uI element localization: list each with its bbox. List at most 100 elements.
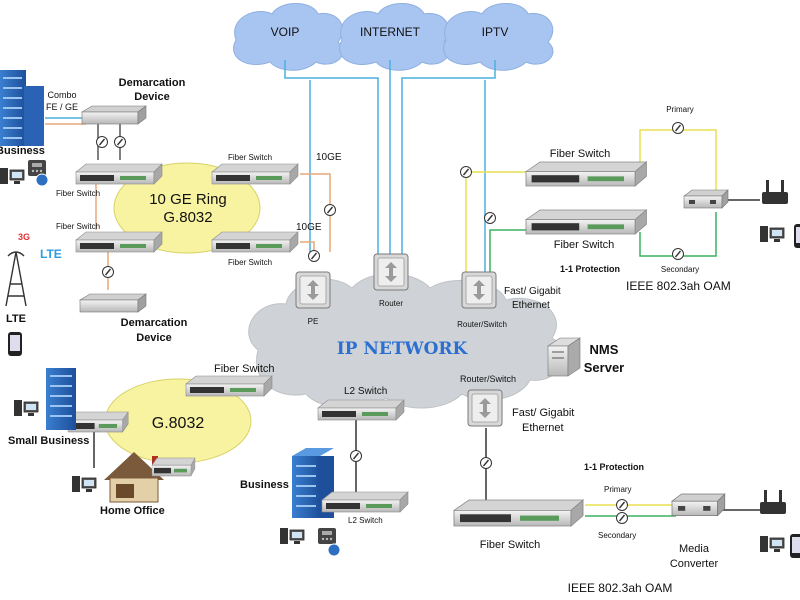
core-router [373, 253, 409, 291]
fiber-switch [75, 163, 163, 185]
connector-icon [307, 249, 321, 263]
cell-tower-icon [5, 251, 27, 307]
ring-10ge-label: G.8032 [163, 209, 212, 226]
office-building-icon [0, 70, 44, 146]
fiber-switch-label: Fiber Switch [228, 258, 272, 267]
voip-cloud: VOIP [233, 3, 344, 71]
internet-label: INTERNET [360, 25, 421, 39]
lte-logo: LTE [40, 247, 62, 261]
fast-gigabit-label: Ethernet [512, 300, 550, 311]
ip-network-label: IP NETWORK [337, 339, 469, 359]
3g-label: 3G [18, 232, 30, 242]
fiber-switch [453, 499, 584, 527]
combo-label: FE / GE [46, 102, 78, 112]
computer-icon [0, 167, 25, 185]
business-label: Business [240, 479, 289, 491]
bottom-lines [93, 199, 760, 517]
fiber-switch-label: Fiber Switch [56, 222, 100, 231]
combo-label: Combo [47, 90, 76, 100]
computer-icon [759, 535, 785, 553]
nms-server-icon [547, 337, 581, 377]
connector-icon [483, 211, 497, 225]
small-business-label: Small Business [8, 435, 89, 447]
protection-label: 1-1 Protection [584, 462, 644, 472]
fiber-switch-label: Fiber Switch [214, 363, 275, 375]
media-converter-label: Converter [670, 558, 719, 570]
uplink-lines [284, 60, 496, 272]
lte-label: LTE [6, 313, 26, 325]
secondary-label: Secondary [661, 265, 699, 274]
iptv-cloud: IPTV [443, 3, 554, 71]
iptv-label: IPTV [482, 25, 509, 39]
home-office-label: Home Office [100, 505, 165, 517]
fiber-switch [67, 411, 129, 433]
connector-icon [459, 165, 473, 179]
phone-icon [318, 528, 336, 544]
oam-label: IEEE 802.3ah OAM [626, 279, 731, 293]
demarcation-device-top [80, 105, 147, 125]
connector-icon [95, 135, 109, 149]
primary-label: Primary [604, 485, 632, 494]
router-antenna-icon [760, 490, 786, 514]
fiber-switch [151, 457, 196, 477]
computer-icon [71, 475, 97, 493]
l2-switch [317, 399, 405, 421]
router-label: Router [379, 299, 403, 308]
nms-label: NMS [590, 342, 619, 357]
connector-icon [671, 121, 685, 135]
router-switch [467, 389, 503, 427]
ring-10ge-label: 10 GE Ring [149, 191, 227, 208]
fiber-switch [211, 163, 299, 185]
media-converter [683, 189, 729, 209]
business-uplink [45, 117, 121, 160]
protection-label: 1-1 Protection [560, 264, 620, 274]
computer-icon [279, 527, 305, 545]
computer-icon [759, 225, 785, 243]
fiber-switch-label: Fiber Switch [56, 189, 100, 198]
connector-icon [113, 135, 127, 149]
l2-switch [321, 491, 409, 513]
router-switch [461, 271, 497, 309]
house-icon [104, 452, 164, 503]
l2-switch-label: L2 Switch [344, 386, 387, 397]
ring-10ge [113, 162, 261, 254]
connector-icon [479, 456, 493, 470]
fiber-switch [185, 375, 273, 397]
computer-icon [13, 399, 39, 417]
connector-icon [349, 449, 363, 463]
connector-icon [615, 498, 629, 512]
fiber-switch [525, 209, 648, 235]
nms-label: Server [584, 360, 624, 375]
fiber-switch-label: Fiber Switch [228, 153, 272, 162]
demarcation-device-label: Device [136, 332, 171, 344]
fiber-switch [75, 231, 163, 253]
demarcation-device-label: Device [134, 91, 169, 103]
pe-label: PE [308, 317, 319, 326]
fiber-switch [211, 231, 299, 253]
fast-gigabit-label: Fast/ Gigabit [512, 407, 574, 419]
pe-router [295, 271, 331, 309]
globe-icon [35, 173, 49, 187]
fiber-switch [525, 161, 648, 187]
phone-icon [28, 160, 46, 176]
media-converter [671, 493, 726, 517]
10ge-label: 10GE [316, 152, 342, 163]
router-switch-label: Router/Switch [457, 320, 507, 329]
smartphone-icon [790, 534, 800, 558]
internet-cloud: INTERNET [339, 3, 450, 71]
connector-icon [101, 265, 115, 279]
l2-switch-label: L2 Switch [348, 516, 383, 525]
secondary-label: Secondary [598, 531, 636, 540]
demarcation-device-bottom [78, 293, 147, 313]
fiber-switch-label: Fiber Switch [550, 148, 611, 160]
voip-label: VOIP [271, 25, 300, 39]
connector-icon [615, 511, 629, 525]
business-building-icon [292, 448, 334, 518]
smartphone-icon [8, 332, 22, 356]
media-converter-label: Media [679, 543, 710, 555]
business-label: Business [0, 145, 45, 157]
router-switch-label: Router/Switch [460, 374, 516, 384]
fast-gigabit-label: Ethernet [522, 422, 564, 434]
fiber-switch-label: Fiber Switch [554, 239, 615, 251]
